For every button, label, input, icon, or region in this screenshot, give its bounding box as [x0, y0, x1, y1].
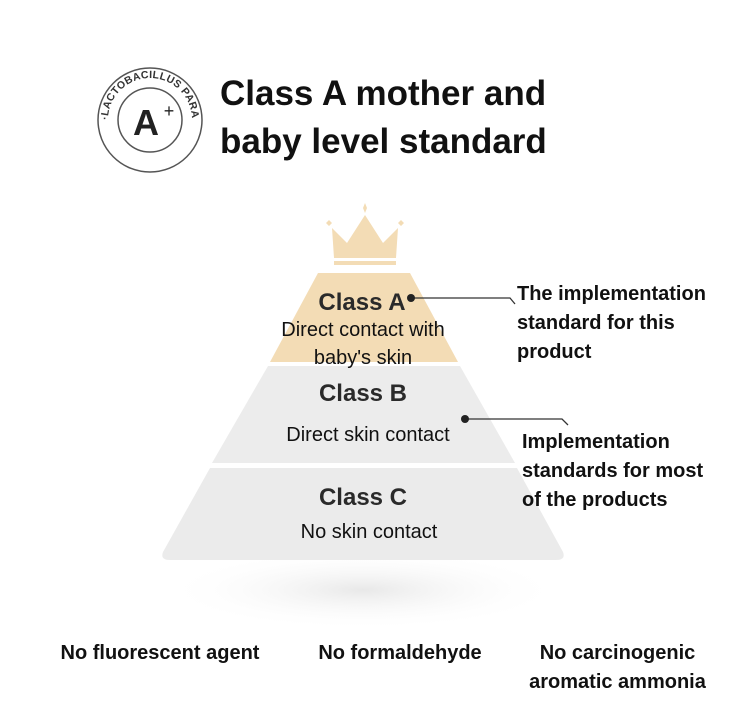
note-b-line-2: standards for most	[522, 460, 704, 482]
tier-b-title: Class B	[318, 380, 408, 407]
connector-line-b	[465, 418, 569, 426]
lactobacillus-badge-logo: ·LACTOBACILLUS PARACASEI· A +	[95, 65, 203, 173]
feature-no-formaldehyde: No formaldehyde	[318, 642, 482, 664]
connector-dot-a	[407, 294, 415, 302]
note-a-line-3: product	[517, 341, 592, 363]
title-line-1: Class A mother and	[220, 74, 547, 113]
tier-a-title: Class A	[318, 289, 406, 316]
note-a-line-1: The implementation	[517, 283, 706, 305]
tier-a-desc-line-1: Direct contact with	[281, 319, 445, 341]
tier-b-shape	[212, 366, 515, 463]
connector-line-a	[411, 297, 516, 305]
note-class-b: Implementation standards for most of the…	[522, 428, 703, 515]
title-line-2: baby level standard	[220, 122, 547, 161]
note-b-line-3: of the products	[522, 489, 668, 511]
feature-no-fluorescent-agent: No fluorescent agent	[60, 642, 260, 664]
note-class-a: The implementation standard for this pro…	[517, 280, 706, 367]
note-a-line-2: standard for this	[517, 312, 675, 334]
feature-3-line-2: aromatic ammonia	[529, 671, 706, 693]
tier-a-desc-line-2: baby's skin	[313, 347, 413, 369]
svg-text:A: A	[133, 102, 159, 143]
feature-3-line-1: No carcinogenic	[539, 642, 696, 664]
pyramid-shadow	[163, 550, 563, 630]
tier-c-shape	[162, 468, 564, 560]
note-b-line-1: Implementation	[522, 431, 670, 453]
svg-text:+: +	[164, 101, 175, 121]
tier-c-desc: No skin contact	[300, 521, 438, 543]
tier-c-title: Class C	[318, 484, 408, 511]
page-title: Class A mother and baby level standard	[220, 70, 547, 166]
tier-b-desc: Direct skin contact	[286, 424, 450, 446]
connector-dot-b	[461, 415, 469, 423]
feature-no-carcinogenic-aromatic-ammonia: No carcinogenic aromatic ammonia	[505, 639, 730, 697]
crown-icon	[326, 203, 404, 265]
